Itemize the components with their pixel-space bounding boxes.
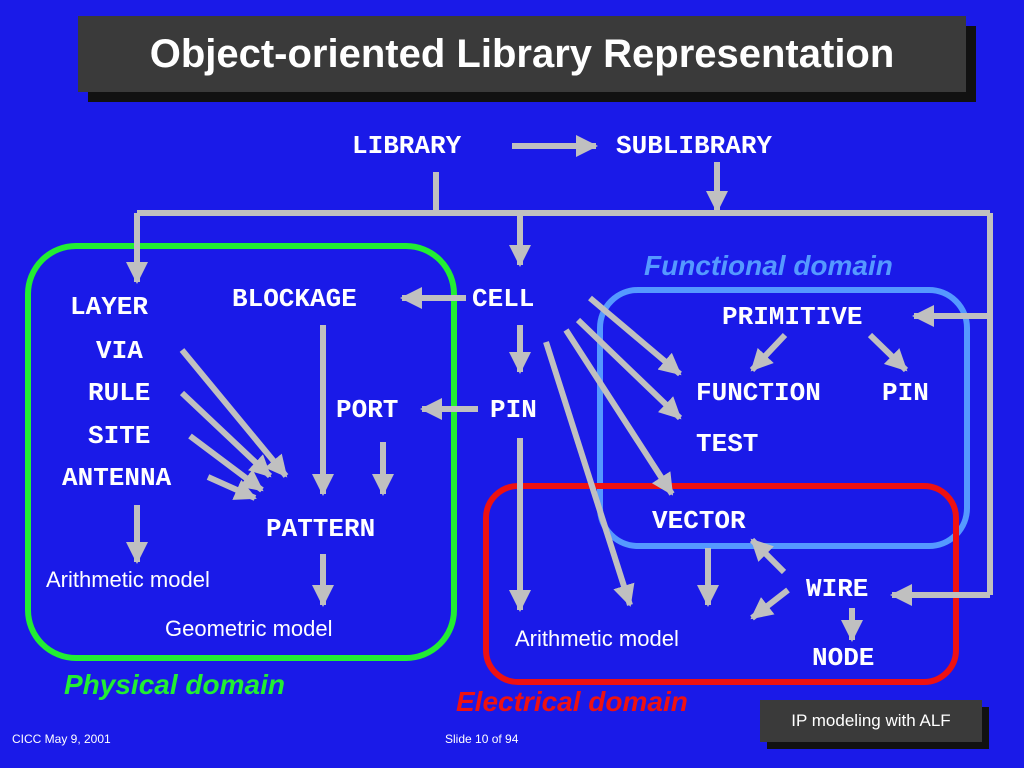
cell-to-arith-arrow (543, 341, 635, 607)
wire-node: WIRE (806, 574, 869, 604)
primitive-to-pin-arrow (867, 332, 909, 373)
electrical-arithmetic-model-label: Arithmetic model (515, 626, 679, 651)
wire-to-arith-arrow (750, 587, 790, 621)
via-node: VIA (96, 336, 143, 366)
slide-title: Object-oriented Library Representation (78, 16, 966, 92)
pin-node: PIN (490, 395, 537, 425)
blockage-node: BLOCKAGE (232, 284, 357, 314)
physical-domain-frame (25, 243, 457, 661)
port-node: PORT (336, 395, 399, 425)
node-node: NODE (812, 643, 875, 673)
physical-arithmetic-model-label: Arithmetic model (46, 567, 210, 592)
antenna-node: ANTENNA (62, 463, 172, 493)
cell-to-vector-arrow (563, 328, 675, 496)
library-node: LIBRARY (352, 131, 462, 161)
footer-slide-number: Slide 10 of 94 (445, 732, 519, 746)
cell-to-function-arrow (588, 295, 682, 377)
functional-domain-label: Functional domain (644, 250, 893, 281)
rule-to-pattern-arrow (179, 390, 273, 479)
electrical-domain-frame (483, 483, 959, 685)
electrical-domain-label: Electrical domain (456, 686, 688, 717)
antenna-to-pattern-arrow (206, 474, 257, 501)
pattern-node: PATTERN (266, 514, 376, 544)
functional-domain-frame (597, 287, 970, 549)
primitive-pin-node: PIN (882, 378, 929, 408)
primitive-to-function-arrow (749, 332, 788, 373)
sublibrary-node: SUBLIBRARY (616, 131, 773, 161)
function-node: FUNCTION (696, 378, 821, 408)
wire-to-vector-arrow (749, 537, 787, 575)
geometric-model-label: Geometric model (165, 616, 333, 641)
vector-node: VECTOR (652, 506, 746, 536)
primitive-node: PRIMITIVE (722, 302, 863, 332)
footer-date: CICC May 9, 2001 (12, 732, 111, 746)
footer-badge: IP modeling with ALF (760, 700, 982, 742)
test-node: TEST (696, 429, 759, 459)
site-node: SITE (88, 421, 151, 451)
physical-domain-label: Physical domain (64, 669, 285, 700)
via-to-pattern-arrow (179, 348, 289, 478)
cell-to-test-arrow (575, 317, 683, 421)
rule-node: RULE (88, 378, 151, 408)
layer-node: LAYER (70, 292, 149, 322)
cell-node: CELL (472, 284, 535, 314)
